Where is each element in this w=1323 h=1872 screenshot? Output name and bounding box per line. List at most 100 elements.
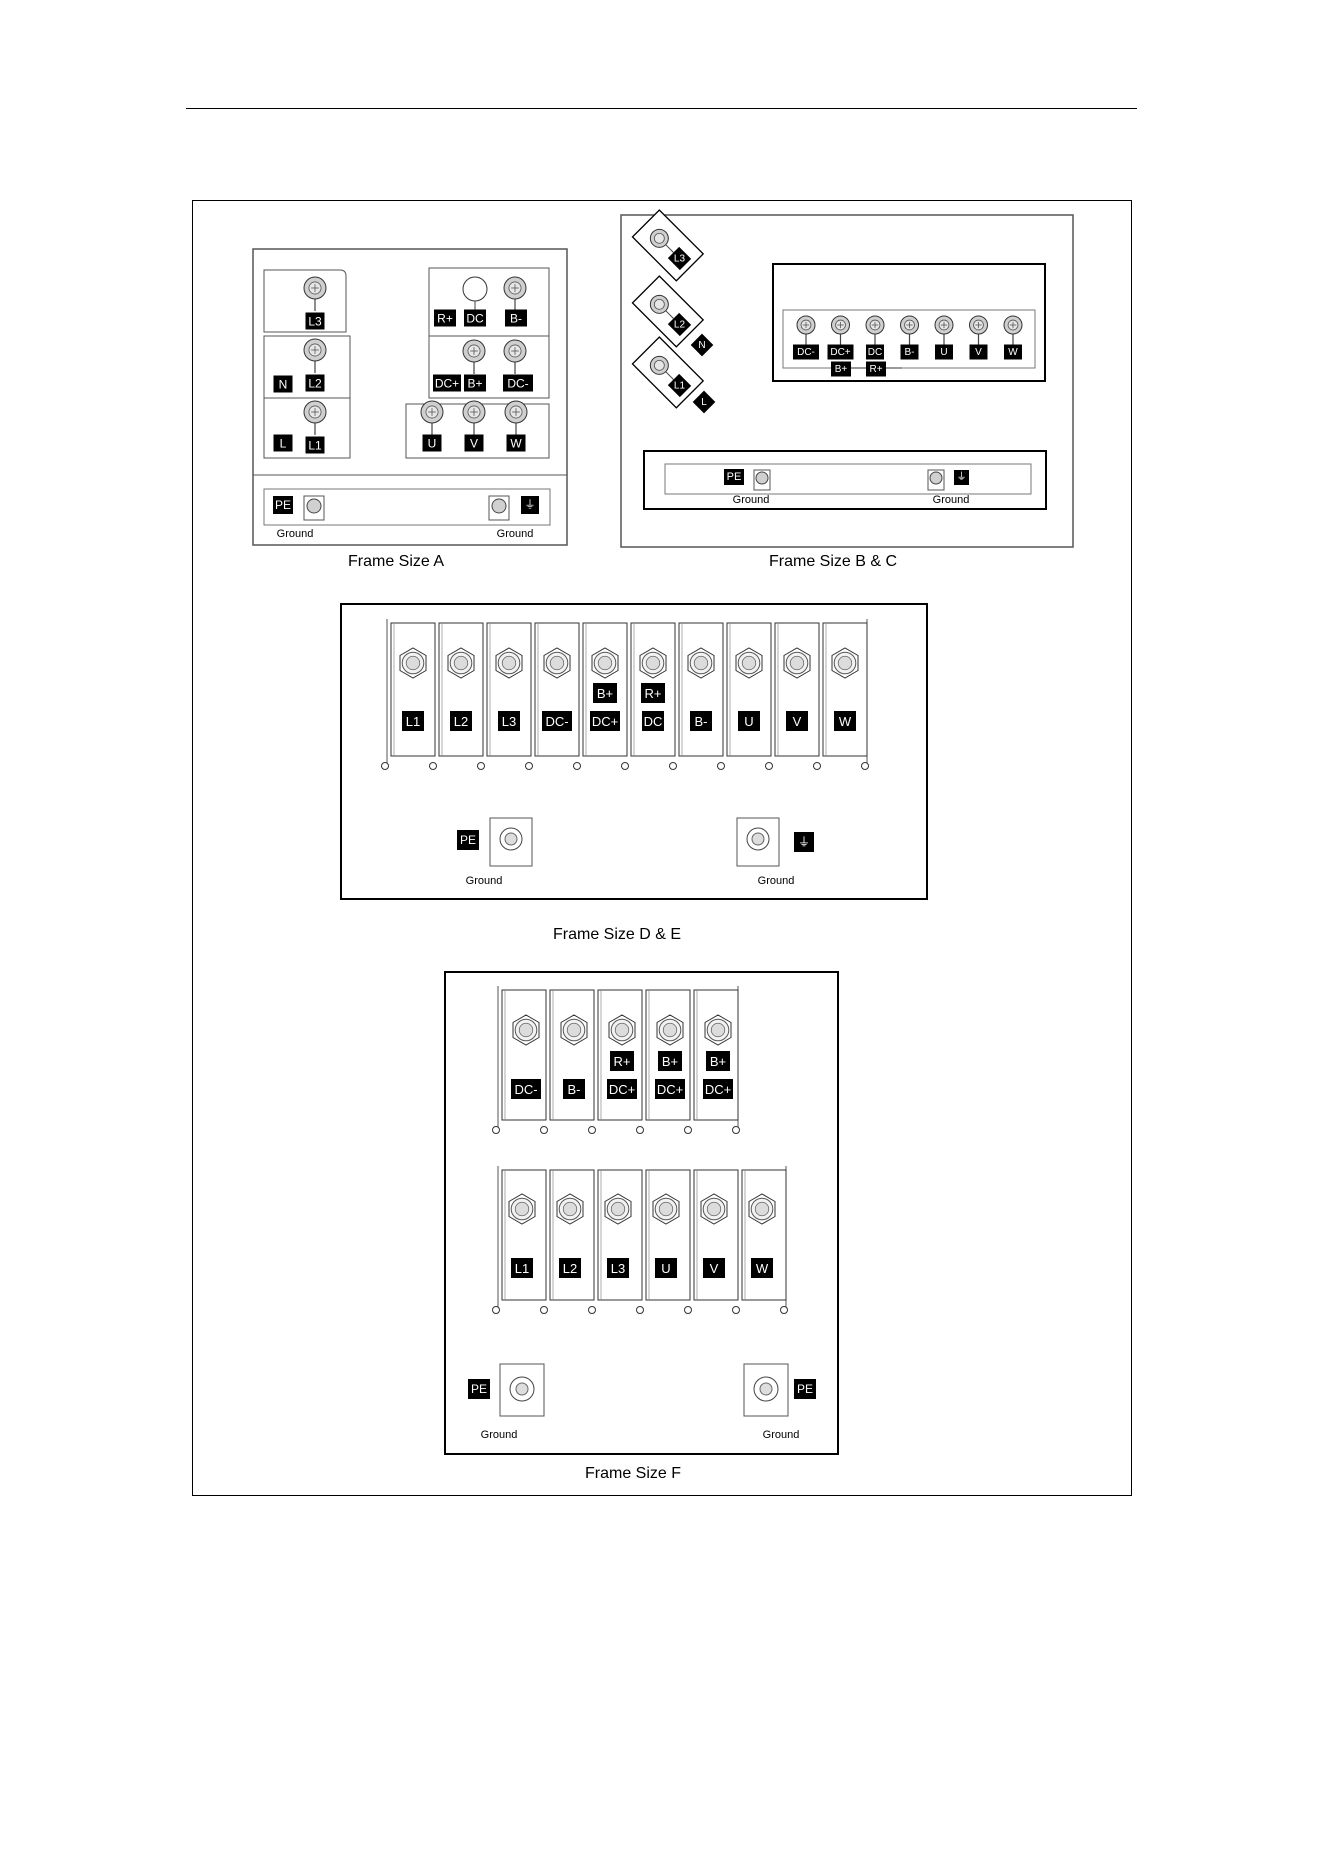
svg-text:DC-: DC- <box>797 347 815 358</box>
frame-bc-tag-w: W <box>1004 345 1022 360</box>
frame-de-tag-v: V <box>786 711 808 731</box>
svg-text:L2: L2 <box>674 319 686 330</box>
frame-de-bus-w <box>823 623 867 756</box>
svg-text:⏚: ⏚ <box>957 471 967 483</box>
svg-text:PE: PE <box>727 471 742 483</box>
svg-text:B+: B+ <box>467 377 482 391</box>
frame-bc-tag-u: U <box>935 345 953 360</box>
svg-text:N: N <box>279 378 288 392</box>
svg-text:W: W <box>1008 347 1018 358</box>
svg-text:DC-: DC- <box>514 1082 537 1097</box>
svg-text:U: U <box>744 714 753 729</box>
frame-de-tag-l2: L2 <box>450 711 472 731</box>
frame-f-top-tag-5: DC+ <box>703 1079 733 1099</box>
svg-text:R+: R+ <box>869 364 882 375</box>
frame-f-bottom-tag-l2: L2 <box>559 1258 581 1278</box>
frame-a: L3L2L1NL R+DCB-DC+B+DC-UVW ⏚ PE Ground G… <box>253 249 567 570</box>
svg-text:L2: L2 <box>454 714 468 729</box>
frame-de-tag-w: W <box>834 711 856 731</box>
frame-a-ground-left: Ground <box>277 528 314 540</box>
frame-bc-tag-dcminus: DC- <box>793 345 819 360</box>
frame-bc-angled-block-l1: L1 <box>632 337 703 408</box>
svg-text:PE: PE <box>460 833 476 847</box>
svg-text:W: W <box>839 714 852 729</box>
frame-bc-angled-block-l2: L2 <box>632 276 703 347</box>
frame-a-ground-right: Ground <box>497 528 534 540</box>
frame-de-tag-u: U <box>738 711 760 731</box>
frame-bc-stud-v <box>970 316 988 346</box>
frame-bc-stud-bminus <box>901 316 919 346</box>
svg-text:L1: L1 <box>406 714 420 729</box>
frame-f-top-upper-tag-1: R+ <box>610 1051 634 1071</box>
frame-a-stud-l2 <box>304 339 326 373</box>
svg-text:L2: L2 <box>308 377 322 391</box>
svg-text:R+: R+ <box>437 312 453 326</box>
frame-de-ground-left: Ground <box>466 875 503 887</box>
svg-text:DC-: DC- <box>507 377 528 391</box>
frame-a-stud-bminus <box>504 277 526 311</box>
svg-text:PE: PE <box>275 498 291 512</box>
frame-f-top-upper-tag-2: B+ <box>658 1051 682 1071</box>
frame-a-tag-l2: L2 <box>306 375 325 392</box>
frame-de-tag-upper-bplus: B+ <box>593 683 617 703</box>
frame-de-tag-dc: DC <box>642 711 664 731</box>
frame-de-bus-dcminus <box>535 623 579 756</box>
svg-text:⏚: ⏚ <box>798 835 810 849</box>
frame-a-tag-w: W <box>507 435 526 452</box>
frame-f-bottom-bus-l3 <box>598 1170 642 1300</box>
frame-f-bottom-tag-u: U <box>655 1258 677 1278</box>
frame-f-pe-tag-right: PE <box>794 1379 816 1399</box>
frame-a-tag-u: U <box>423 435 442 452</box>
svg-text:DC+: DC+ <box>592 714 618 729</box>
frame-bc-tag-n: N <box>691 334 714 357</box>
svg-text:N: N <box>698 340 705 351</box>
frame-f-top-tag-2: B- <box>563 1079 585 1099</box>
frame-f-top-bus-1 <box>502 990 546 1120</box>
frame-a-stud-l3 <box>304 277 326 311</box>
frame-a-stud-w <box>505 401 527 435</box>
frame-bc-stud-dc <box>866 316 884 346</box>
svg-text:L3: L3 <box>502 714 516 729</box>
frame-de-bus-bminus <box>679 623 723 756</box>
svg-text:L3: L3 <box>674 253 686 264</box>
frame-a-stud-dcminus <box>504 340 526 374</box>
frame-f-top-tag-4: DC+ <box>655 1079 685 1099</box>
frame-f-top-upper-tag-3: B+ <box>706 1051 730 1071</box>
svg-text:B+: B+ <box>597 686 613 701</box>
frame-de-bus-l3 <box>487 623 531 756</box>
frame-bc-tag-sub-bplus: B+ <box>831 362 851 377</box>
frame-bc-tag-sub-rplus: R+ <box>866 362 886 377</box>
frame-de-pe-tag: PE <box>457 830 479 850</box>
frame-f: DC-B-DC+DC+DC+R+B+B+ L1L2L3UVW PE PE Gro… <box>445 972 838 1482</box>
frame-de-ground-right: Ground <box>758 875 795 887</box>
frame-de-tag-dcminus: DC- <box>542 711 572 731</box>
frame-a-stud-v <box>463 401 485 435</box>
svg-text:V: V <box>793 714 802 729</box>
frame-a-tag-l1: L1 <box>306 437 325 454</box>
frame-de-tag-upper-rplus: R+ <box>641 683 665 703</box>
frame-a-tag-dc: DC <box>464 310 486 327</box>
frame-bc-stud-u <box>935 316 953 346</box>
svg-text:L3: L3 <box>308 315 322 329</box>
frame-de-tag-l1: L1 <box>402 711 424 731</box>
frame-a-stud-l1 <box>304 401 326 435</box>
frame-f-bottom-bus-l2 <box>550 1170 594 1300</box>
svg-text:U: U <box>940 347 947 358</box>
svg-text:V: V <box>710 1261 719 1276</box>
frame-de-tag-l3: L3 <box>498 711 520 731</box>
caption-frame-bc: Frame Size B & C <box>769 553 897 570</box>
frame-bc-ground-left: Ground <box>733 494 770 506</box>
svg-text:R+: R+ <box>614 1054 631 1069</box>
svg-text:B+: B+ <box>662 1054 678 1069</box>
frame-de-bus-l2 <box>439 623 483 756</box>
frame-a-tag-dcplus: DC+ <box>433 375 461 392</box>
svg-text:DC+: DC+ <box>657 1082 683 1097</box>
svg-text:PE: PE <box>471 1382 487 1396</box>
frame-a-tag-n: N <box>274 376 293 393</box>
frame-a-stud-u <box>421 401 443 435</box>
frame-a-stud-bplus <box>463 340 485 374</box>
frame-de-bus-l1 <box>391 623 435 756</box>
svg-text:W: W <box>510 437 522 451</box>
